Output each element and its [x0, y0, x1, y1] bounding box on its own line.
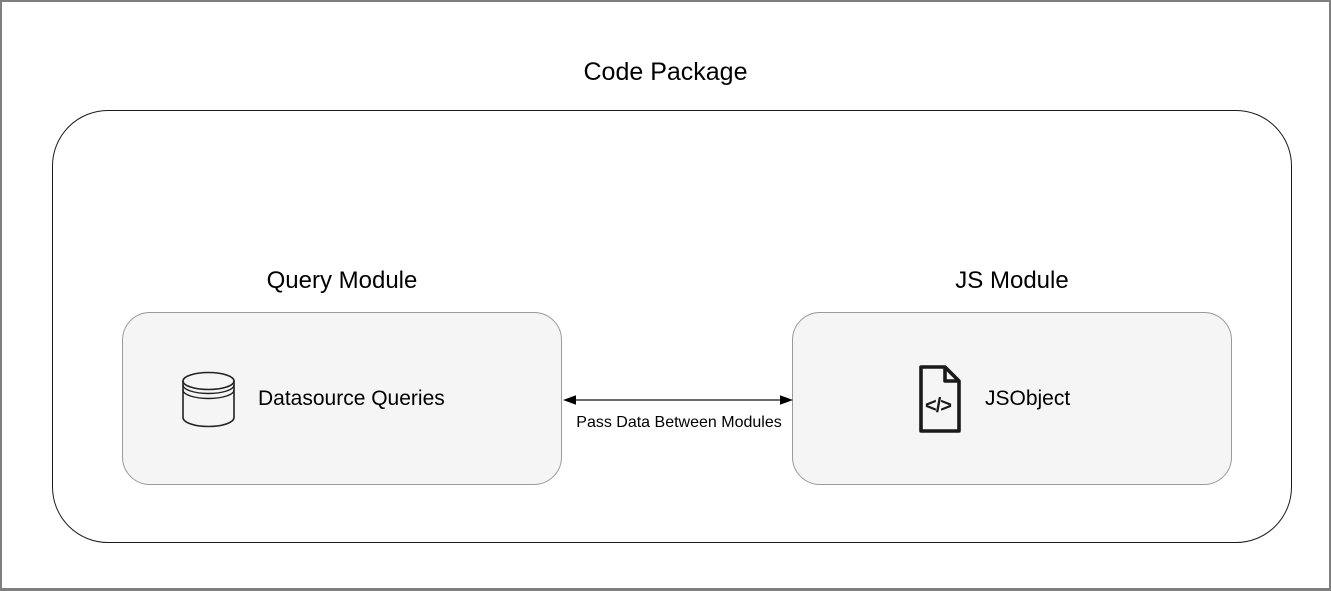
connector-label: Pass Data Between Modules: [576, 414, 782, 431]
code-package-container: [52, 110, 1292, 543]
js-module-node: </> JSObject: [792, 312, 1232, 485]
bidirectional-arrow: [563, 395, 793, 405]
code-glyph: </>: [925, 395, 951, 417]
js-module-item-label: JSObject: [985, 386, 1071, 410]
database-icon: [181, 370, 236, 428]
query-module-item-label: Datasource Queries: [258, 386, 445, 410]
code-file-icon: </>: [915, 364, 961, 433]
js-module-title: JS Module: [955, 267, 1069, 294]
query-module-title: Query Module: [266, 267, 418, 294]
diagram-title: Code Package: [583, 58, 748, 86]
query-module-node: Datasource Queries: [122, 312, 562, 485]
